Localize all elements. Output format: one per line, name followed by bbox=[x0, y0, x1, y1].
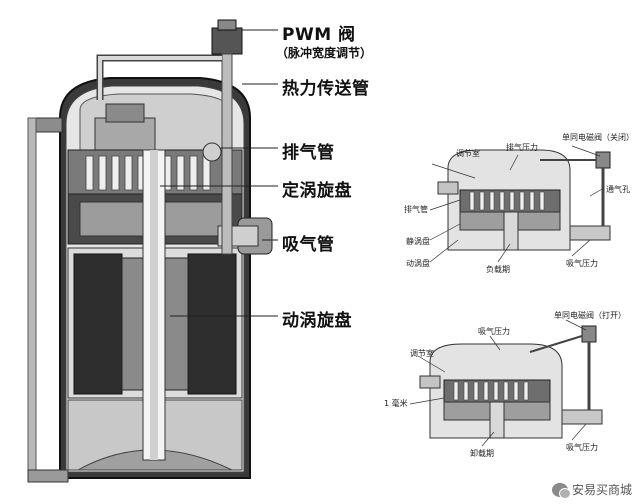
bottom-unload-period-label: 卸载期 bbox=[470, 449, 494, 458]
top-stationary-scroll-label: 静涡盘 bbox=[406, 237, 430, 246]
main-compressor bbox=[27, 19, 273, 483]
wechat-icon bbox=[551, 482, 571, 499]
top-suction-pressure-label: 吸气压力 bbox=[566, 259, 598, 268]
moving-scroll-label: 动涡旋盘 bbox=[282, 311, 352, 331]
pwm-valve-sub-label: （脉冲宽度调节） bbox=[276, 46, 373, 60]
detail-top-leader-lines bbox=[429, 145, 605, 263]
detail-bottom-leader-lines bbox=[409, 319, 587, 447]
bottom-one-mm-label: 1 毫米 bbox=[384, 399, 408, 408]
top-moving-scroll-label: 动涡盘 bbox=[406, 259, 430, 268]
top-vent-hole-label: 通气孔 bbox=[606, 185, 630, 194]
watermark: 安易买商城 bbox=[551, 481, 632, 499]
pwm-valve-label: PWM 阀 bbox=[282, 25, 356, 45]
suction-pipe-label: 吸气管 bbox=[282, 235, 335, 255]
fixed-scroll-label: 定涡旋盘 bbox=[282, 181, 352, 201]
top-regulation-chamber-label: 调节室 bbox=[456, 149, 480, 158]
top-load-period-label: 负载期 bbox=[486, 265, 510, 274]
top-discharge-pipe-label: 排气管 bbox=[404, 205, 428, 214]
bottom-regulation-chamber-label: 调节室 bbox=[410, 349, 434, 358]
bottom-solenoid-open-label: 单同电磁阀（打开） bbox=[554, 311, 626, 320]
main-leader-lines bbox=[160, 29, 278, 317]
heat-pipe-label: 热力传送管 bbox=[282, 79, 370, 99]
bottom-suction-pressure-label: 吸气压力 bbox=[566, 443, 598, 452]
top-discharge-pressure-label: 排气压力 bbox=[506, 143, 538, 152]
watermark-text: 安易买商城 bbox=[571, 483, 632, 497]
discharge-pipe-label: 排气管 bbox=[282, 143, 335, 163]
bottom-suction-pressure-top-label: 吸气压力 bbox=[478, 327, 510, 336]
detail-top bbox=[437, 149, 611, 251]
detail-bottom bbox=[419, 325, 603, 439]
top-solenoid-closed-label: 单同电磁阀（关闭） bbox=[562, 133, 634, 142]
